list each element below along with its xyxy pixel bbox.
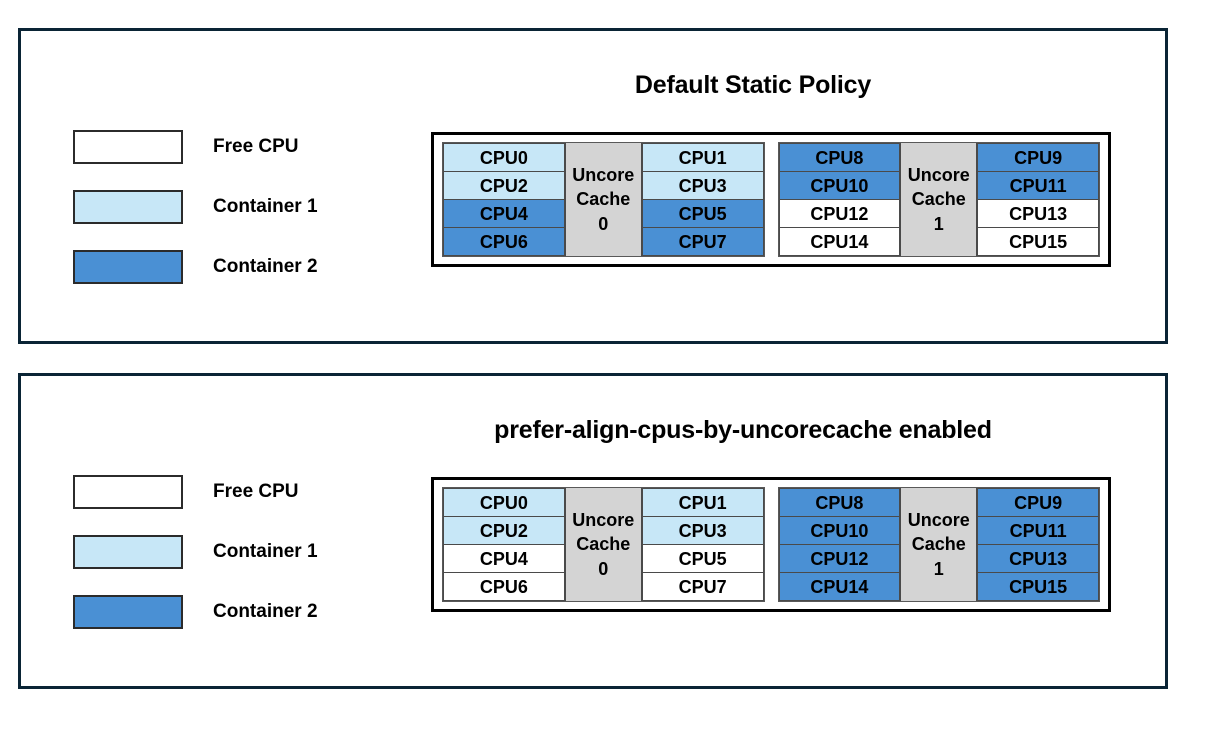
uncore-cache-line-1: Uncore (907, 510, 970, 531)
cpu-cell: CPU2 (443, 171, 565, 200)
cpu-column-right: CPU1 CPU3 CPU5 CPU7 (641, 143, 764, 256)
uncore-cache-index: 1 (933, 213, 944, 234)
cpu-cell: CPU11 (977, 516, 1099, 545)
legend-item-container-2: Container 2 (73, 249, 318, 285)
uncore-cache-label: Uncore Cache 1 (900, 488, 978, 601)
legend-swatch-free-cpu (73, 130, 183, 164)
uncore-cache-line-1: Uncore (572, 510, 635, 531)
legend-swatch-container-1 (73, 535, 183, 569)
uncore-cache-index: 0 (598, 213, 609, 234)
uncore-cache-index: 1 (933, 558, 944, 579)
cpu-cell: CPU0 (443, 488, 565, 517)
cpu-cell: CPU7 (641, 572, 764, 601)
cache-group-0: CPU0 CPU2 CPU4 CPU6 Uncore Cache 0 CPU1 … (442, 142, 765, 257)
cpu-cell: CPU6 (443, 572, 565, 601)
cpu-cell: CPU8 (778, 488, 901, 517)
legend-swatch-free-cpu (73, 475, 183, 509)
legend: Free CPU Container 1 Container 2 (73, 129, 318, 309)
uncore-cache-label: Uncore Cache 1 (900, 143, 978, 256)
legend: Free CPU Container 1 Container 2 (73, 474, 318, 654)
cpu-cell: CPU14 (778, 227, 901, 256)
legend-label-container-2: Container 2 (213, 601, 318, 622)
page-title: prefer-align-cpus-by-uncorecache enabled (494, 416, 992, 444)
uncore-cache-index: 0 (598, 558, 609, 579)
cpu-cell: CPU13 (977, 199, 1099, 228)
uncore-cache-line-2: Cache (576, 534, 631, 555)
cpu-column-left: CPU0 CPU2 CPU4 CPU6 (443, 488, 565, 601)
cpu-column-right: CPU9 CPU11 CPU13 CPU15 (977, 488, 1099, 601)
uncore-cache-label: Uncore Cache 0 (564, 488, 642, 601)
cpu-cell: CPU3 (641, 171, 764, 200)
cpu-cell: CPU12 (778, 544, 901, 573)
uncore-cache-label: Uncore Cache 0 (564, 143, 642, 256)
legend-item-container-1: Container 1 (73, 189, 318, 225)
cpu-cell: CPU9 (977, 143, 1099, 172)
legend-label-free-cpu: Free CPU (213, 136, 299, 157)
page-title: Default Static Policy (634, 71, 872, 99)
legend-item-container-1: Container 1 (73, 534, 318, 570)
cache-group-1: CPU8 CPU10 CPU12 CPU14 Uncore Cache 1 CP… (777, 487, 1100, 602)
cpu-topology-diagram: CPU0 CPU2 CPU4 CPU6 Uncore Cache 0 CPU1 … (431, 132, 1111, 267)
uncore-cache-line-2: Cache (911, 534, 966, 555)
legend-swatch-container-2 (73, 250, 183, 284)
cpu-topology-diagram: CPU0 CPU2 CPU4 CPU6 Uncore Cache 0 CPU1 … (431, 477, 1111, 612)
legend-swatch-container-1 (73, 190, 183, 224)
cpu-column-right: CPU9 CPU11 CPU13 CPU15 (977, 143, 1099, 256)
cpu-column-left: CPU0 CPU2 CPU4 CPU6 (443, 143, 565, 256)
cpu-cell: CPU4 (443, 199, 565, 228)
legend-label-container-2: Container 2 (213, 256, 318, 277)
cpu-cell: CPU0 (443, 143, 565, 172)
cpu-cell: CPU4 (443, 544, 565, 573)
legend-label-container-1: Container 1 (213, 196, 318, 217)
uncore-cache-line-2: Cache (911, 189, 966, 210)
cpu-cell: CPU5 (641, 544, 764, 573)
uncore-cache-line-1: Uncore (907, 165, 970, 186)
cpu-cell: CPU15 (977, 227, 1099, 256)
legend-item-free-cpu: Free CPU (73, 474, 318, 510)
cpu-cell: CPU6 (443, 227, 565, 256)
cpu-column-right: CPU1 CPU3 CPU5 CPU7 (641, 488, 764, 601)
cpu-cell: CPU5 (641, 199, 764, 228)
cpu-cell: CPU12 (778, 199, 901, 228)
cpu-cell: CPU7 (641, 227, 764, 256)
cpu-cell: CPU3 (641, 516, 764, 545)
cpu-cell: CPU8 (778, 143, 901, 172)
cpu-cell: CPU1 (641, 143, 764, 172)
cpu-cell: CPU15 (977, 572, 1099, 601)
legend-item-free-cpu: Free CPU (73, 129, 318, 165)
uncore-cache-line-2: Cache (576, 189, 631, 210)
cpu-cell: CPU14 (778, 572, 901, 601)
uncore-cache-line-1: Uncore (572, 165, 635, 186)
legend-label-free-cpu: Free CPU (213, 481, 299, 502)
cpu-column-left: CPU8 CPU10 CPU12 CPU14 (778, 143, 901, 256)
legend-label-container-1: Container 1 (213, 541, 318, 562)
cpu-cell: CPU1 (641, 488, 764, 517)
cpu-cell: CPU13 (977, 544, 1099, 573)
panel-prefer-align-cpus-by-uncorecache: prefer-align-cpus-by-uncorecache enabled… (18, 373, 1168, 689)
cache-group-0: CPU0 CPU2 CPU4 CPU6 Uncore Cache 0 CPU1 … (442, 487, 765, 602)
cpu-cell: CPU11 (977, 171, 1099, 200)
cpu-column-left: CPU8 CPU10 CPU12 CPU14 (778, 488, 901, 601)
legend-swatch-container-2 (73, 595, 183, 629)
cpu-cell: CPU10 (778, 516, 901, 545)
cpu-cell: CPU9 (977, 488, 1099, 517)
cpu-cell: CPU10 (778, 171, 901, 200)
cache-group-1: CPU8 CPU10 CPU12 CPU14 Uncore Cache 1 CP… (777, 142, 1100, 257)
cpu-cell: CPU2 (443, 516, 565, 545)
legend-item-container-2: Container 2 (73, 594, 318, 630)
panel-default-static-policy: Default Static Policy Free CPU Container… (18, 28, 1168, 344)
